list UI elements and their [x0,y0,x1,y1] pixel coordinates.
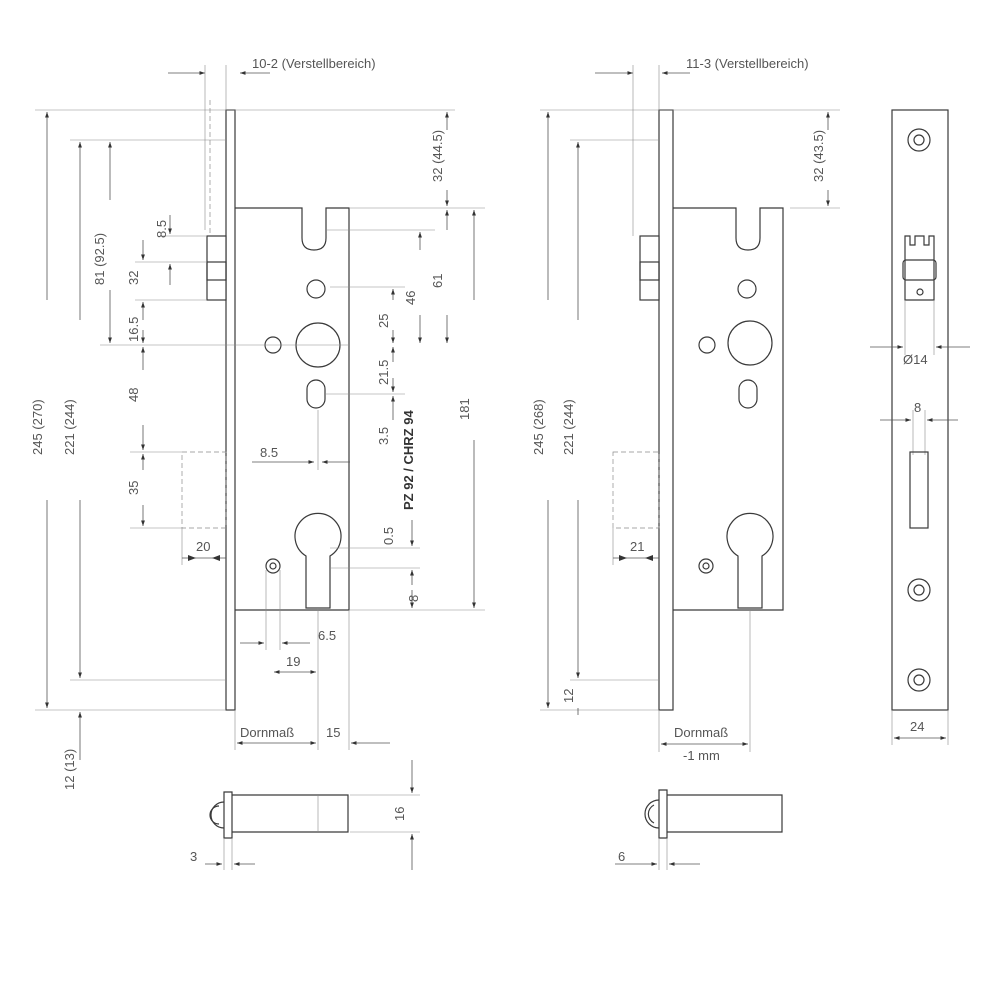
label-left-adjust: 10-2 (Verstellbereich) [252,56,376,71]
faceplate-outline [891,109,949,711]
left-slot [306,379,326,409]
label-245-270: 245 (270) [30,399,45,455]
right-latch-detail: 6 [615,789,783,870]
right-cylinder-profile [726,512,774,609]
label-61: 61 [430,274,445,288]
left-screw-hole-inner [269,562,277,570]
label-6: 6 [618,849,625,864]
faceplate-screw-bottom [907,668,931,692]
label-dornmass-right: Dornmaß [674,725,728,740]
right-latch-head [639,261,660,281]
label-8: 8 [406,595,421,602]
label-32-44-5: 32 (44.5) [430,130,445,182]
right-lock-view [612,109,784,711]
left-deadbolt-outline [181,451,227,529]
label-right-adjust: 11-3 (Verstellbereich) [686,56,809,71]
left-dimensions: 10-2 (Verstellbereich) 245 (270) 221 (24… [30,56,485,790]
right-screw-hole-inner [702,562,710,570]
left-lock-case [235,207,350,611]
label-8-faceplate: 8 [914,400,921,415]
label-8-5-latch: 8.5 [154,220,169,238]
label-25: 25 [376,314,391,328]
faceplate-screw-bottom-inner [913,674,925,686]
label-3: 3 [190,849,197,864]
faceplate-latch-head [902,259,937,281]
faceplate-latch-opening [904,235,935,301]
label-pz-92-chrz-94: PZ 92 / CHRZ 94 [401,410,416,510]
label-46: 46 [403,291,418,305]
label-81-925: 81 (92.5) [92,233,107,285]
right-hole-top [737,279,757,299]
label-48: 48 [126,388,141,402]
label-19: 19 [286,654,300,669]
label-12-13: 12 (13) [62,749,77,790]
label-24: 24 [910,719,924,734]
label-221-244-right: 221 (244) [561,399,576,455]
right-deadbolt-outline [612,451,660,529]
label-3-5: 3.5 [376,427,391,445]
label-16-5: 16.5 [126,317,141,342]
faceplate-screw-middle-inner [913,584,925,596]
left-latch-detail: 16 3 [190,760,420,870]
label-221-244: 221 (244) [62,399,77,455]
faceplate-screw-middle [907,578,931,602]
label-dornmass-left: Dornmaß [240,725,294,740]
label-15: 15 [326,725,340,740]
label-21-5: 21.5 [376,360,391,385]
faceplate-screw-top [907,128,931,152]
right-screw-hole [698,558,714,574]
right-dimensions: 11-3 (Verstellbereich) 245 (268) 221 (24… [531,56,840,763]
label-minus-1mm: -1 mm [683,748,720,763]
label-21: 21 [630,539,644,554]
right-hole-small [698,336,716,354]
left-faceplate [225,109,236,711]
faceplate-front-view: Ø14 8 24 [870,109,970,745]
left-latch [206,235,227,301]
left-cylinder-profile [294,512,342,609]
label-6-5: 6.5 [318,628,336,643]
label-245-268: 245 (268) [531,399,546,455]
right-lock-case [673,207,784,611]
label-8-5-horizontal: 8.5 [260,445,278,460]
label-16: 16 [392,807,407,821]
label-20: 20 [196,539,210,554]
label-0-5: 0.5 [381,527,396,545]
label-32-43-5: 32 (43.5) [811,130,826,182]
left-screw-hole [265,558,281,574]
label-12-right: 12 [561,689,576,703]
label-35: 35 [126,481,141,495]
faceplate-bolt-opening [909,451,929,529]
label-d14: Ø14 [903,352,928,367]
left-lock-view [181,109,350,711]
right-follower-hole [727,320,773,366]
left-hole-top [306,279,326,299]
faceplate-latch-dot [916,288,924,296]
label-32-latch: 32 [126,271,141,285]
right-faceplate [658,109,674,711]
faceplate-screw-top-inner [913,134,925,146]
right-latch [639,235,660,301]
left-latch-head [206,261,227,281]
label-181: 181 [457,398,472,420]
right-slot [738,379,758,409]
